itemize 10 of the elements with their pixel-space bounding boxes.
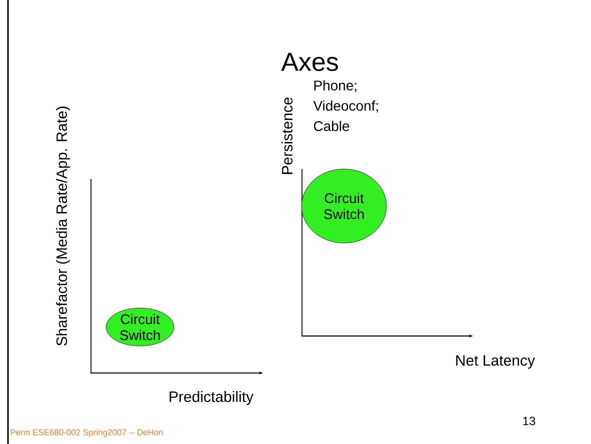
ellipse-node: Circuit Switch [106, 308, 174, 346]
axis-label: Sharefactor (Media Rate/App. Rate) [56, 106, 70, 346]
annotation-text: Phone; Videoconf; Cable [313, 80, 378, 132]
ellipse-node: Circuit Switch [301, 168, 387, 244]
axis-label: Predictability [170, 391, 254, 405]
axis-label: Net Latency [456, 355, 535, 369]
page-number: 13 [523, 416, 536, 426]
slide-title: Axes [281, 52, 338, 72]
footer-text: Penn ESE680-002 Spring2007 -- DeHon [10, 429, 163, 437]
axis-label: Persistence [282, 98, 292, 174]
